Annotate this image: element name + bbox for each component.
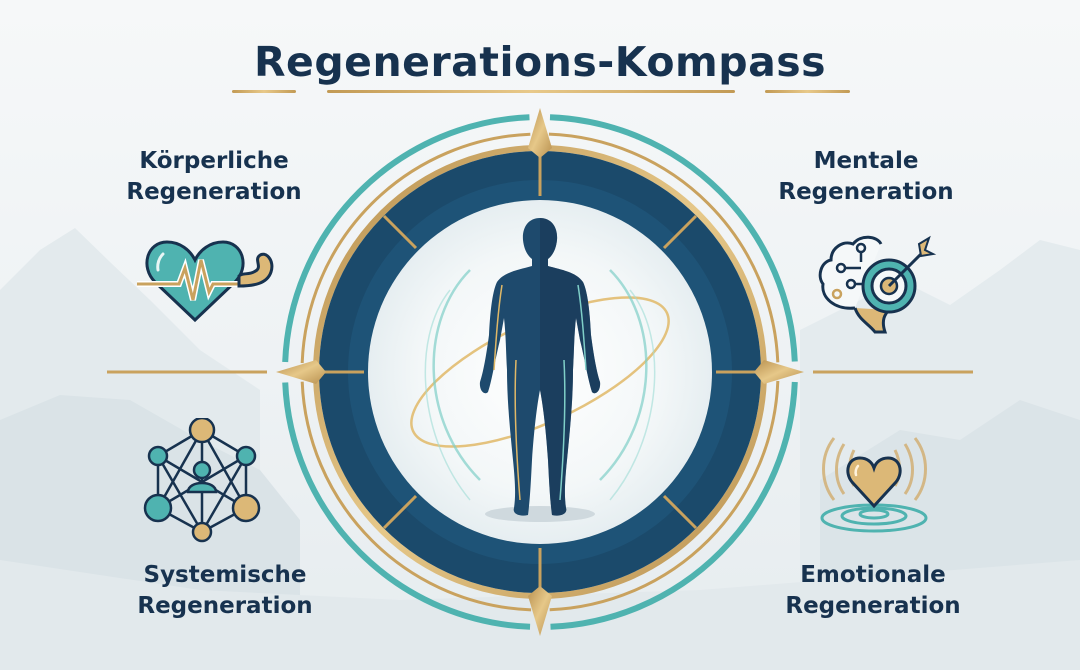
label-mentale-regeneration: Mentale Regeneration (778, 148, 954, 205)
title-underline-left (232, 90, 296, 93)
label-systemische-regeneration: Systemische Regeneration (137, 562, 313, 619)
south-point (528, 586, 552, 636)
page-title: Regenerations-Kompass (253, 38, 827, 86)
title-underline-right (765, 90, 850, 93)
label-koerperliche-regeneration: Körperliche Regeneration (126, 148, 302, 205)
west-point (276, 360, 326, 384)
east-point (754, 360, 804, 384)
title-underline-center (327, 90, 735, 93)
human-figure-icon (479, 218, 601, 516)
label-emotionale-regeneration: Emotionale Regeneration (785, 562, 961, 619)
heart-ripple-icon (820, 437, 928, 533)
heart-pulse-muscle-icon (137, 240, 274, 323)
north-point (528, 108, 552, 158)
brain-target-icon (818, 235, 937, 334)
network-people-icon (143, 418, 261, 543)
